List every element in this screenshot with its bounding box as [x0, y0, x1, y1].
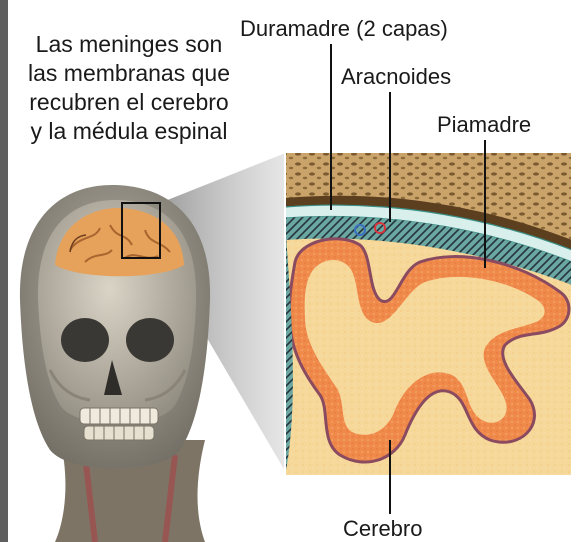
label-aracnoides: Aracnoides	[341, 64, 451, 90]
intro-line: recubren el cerebro	[14, 88, 244, 117]
intro-text: Las meninges son las membranas que recub…	[14, 30, 244, 146]
intro-line: las membranas que	[14, 59, 244, 88]
label-duramadre: Duramadre (2 capas)	[240, 16, 448, 42]
label-piamadre: Piamadre	[437, 112, 531, 138]
label-cerebro: Cerebro	[343, 516, 422, 542]
intro-line: y la médula espinal	[14, 117, 244, 146]
intro-line: Las meninges son	[14, 30, 244, 59]
inset-cross-section	[285, 152, 572, 476]
